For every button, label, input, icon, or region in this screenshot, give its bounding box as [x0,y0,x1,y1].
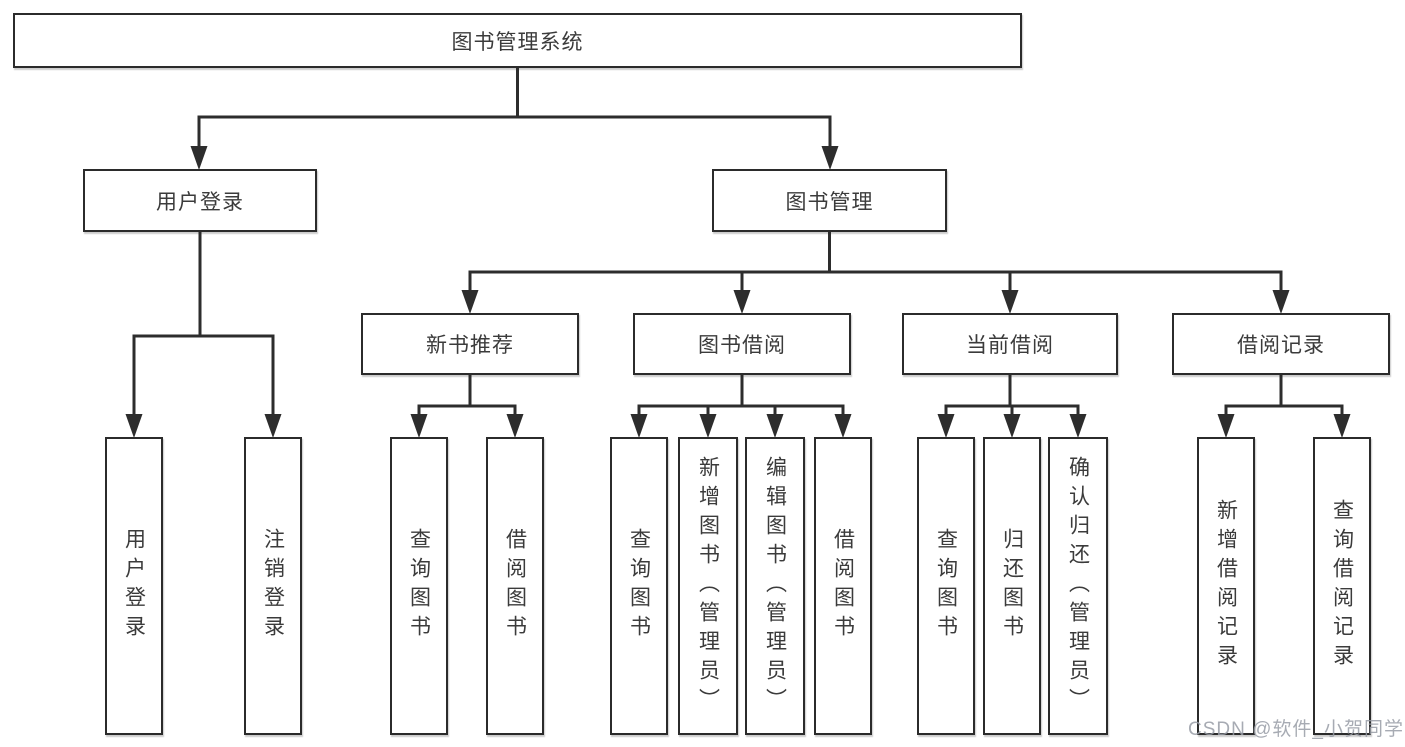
node-add-borrow-record-leaf: 新增借阅记录 [1197,437,1255,735]
node-current-borrowing: 当前借阅 [902,313,1118,375]
node-logout-leaf: 注销登录 [244,437,302,735]
node-borrow-books-leaf: 借阅图书 [814,437,872,735]
node-user-login-leaf: 用户登录 [105,437,163,735]
node-query-borrow-record-leaf: 查询借阅记录 [1313,437,1371,735]
node-borrowing-records: 借阅记录 [1172,313,1390,375]
node-add-books-admin-leaf: 新增图书（管理员） [678,437,738,735]
node-new-book-recommend: 新书推荐 [361,313,579,375]
node-confirm-return-admin-leaf: 确认归还（管理员） [1048,437,1108,735]
node-edit-books-admin-leaf: 编辑图书（管理员） [745,437,805,735]
node-book-management-branch: 图书管理 [712,169,947,232]
node-query-books-leaf: 查询图书 [917,437,975,735]
csdn-watermark: CSDN @软件_小贺同学 [1188,719,1404,740]
node-user-login-branch: 用户登录 [83,169,317,232]
node-query-books-leaf: 查询图书 [610,437,668,735]
node-borrow-books-leaf: 借阅图书 [486,437,544,735]
node-return-books-leaf: 归还图书 [983,437,1041,735]
node-query-books-leaf: 查询图书 [390,437,448,735]
node-book-borrowing: 图书借阅 [633,313,851,375]
node-library-system-root: 图书管理系统 [13,13,1022,68]
